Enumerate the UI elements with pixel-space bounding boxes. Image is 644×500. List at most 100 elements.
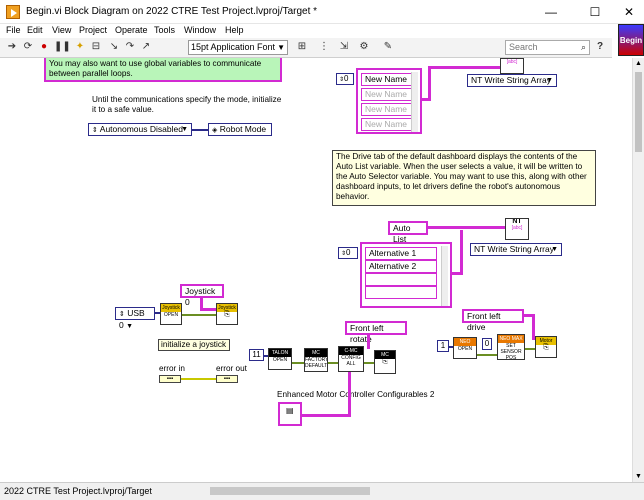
error-out-cluster[interactable]: ▪▪▪ bbox=[216, 375, 238, 383]
error-in-cluster[interactable]: ▪▪▪ bbox=[159, 375, 181, 383]
enum-wire[interactable] bbox=[155, 312, 161, 314]
string-wire[interactable] bbox=[367, 335, 370, 349]
maximize-button[interactable]: ☐ bbox=[589, 5, 601, 19]
highlight-execution-icon[interactable]: ✦ bbox=[75, 41, 85, 52]
menu-operate[interactable]: Operate bbox=[115, 25, 148, 35]
array-cell[interactable] bbox=[365, 286, 437, 299]
array-scrollbar[interactable] bbox=[441, 246, 448, 306]
scroll-thumb[interactable] bbox=[635, 72, 642, 152]
autonomous-enum[interactable]: ⇕ Autonomous Disabled ▼ bbox=[88, 123, 192, 136]
horizontal-scrollbar[interactable] bbox=[210, 487, 370, 495]
error-wire[interactable] bbox=[181, 378, 217, 380]
distribute-objects-icon[interactable]: ⋮ bbox=[319, 41, 329, 52]
close-button[interactable]: ✕ bbox=[623, 5, 635, 19]
run-arrow-icon[interactable]: ➔ bbox=[7, 41, 17, 52]
array-cell[interactable]: New Name bbox=[361, 103, 413, 116]
retain-wire-values-icon[interactable]: ⊟ bbox=[91, 41, 101, 52]
vertical-scrollbar[interactable]: ▲ ▼ bbox=[632, 58, 644, 482]
step-out-icon[interactable]: ↗ bbox=[141, 41, 151, 52]
string-wire[interactable] bbox=[428, 66, 431, 101]
enum-wire[interactable] bbox=[192, 129, 208, 131]
joystick-open-vi[interactable]: Joystick OPEN bbox=[160, 303, 182, 325]
string-array-auto-modes[interactable]: Alternative 1 Alternative 2 bbox=[360, 242, 452, 308]
usb-enum[interactable]: ⇕ USB 0 ▼ bbox=[115, 307, 155, 330]
string-array-names[interactable]: New Name New Name New Name New Name bbox=[356, 68, 422, 134]
refnum-wire[interactable] bbox=[182, 314, 216, 316]
neo-open-vi[interactable]: NEO MAX OPEN bbox=[453, 337, 477, 359]
cleanup-diagram-icon[interactable]: ✎ bbox=[383, 41, 393, 52]
reorder-icon[interactable]: ⚙ bbox=[359, 41, 369, 52]
scroll-up-icon[interactable]: ▲ bbox=[635, 60, 642, 67]
step-over-icon[interactable]: ↷ bbox=[125, 41, 135, 52]
string-wire[interactable] bbox=[532, 314, 535, 340]
string-wire[interactable] bbox=[460, 230, 463, 275]
position-constant[interactable]: 0 bbox=[482, 338, 492, 350]
set-sensor-pos-vi[interactable]: NEO MAX SET SENSOR POS bbox=[497, 334, 525, 360]
string-wire[interactable] bbox=[428, 226, 508, 229]
joystick-0-label[interactable]: Joystick 0 bbox=[180, 284, 224, 307]
front-left-drive-label[interactable]: Front left drive bbox=[462, 309, 524, 332]
array-cell[interactable]: Alternative 1 bbox=[365, 247, 437, 260]
abort-icon[interactable]: ● bbox=[40, 41, 48, 52]
motor-vi[interactable]: Motor ⎘ bbox=[535, 336, 557, 358]
factory-default-vi[interactable]: MC FACTORY DEFAULT bbox=[304, 348, 328, 372]
menu-edit[interactable]: Edit bbox=[27, 25, 43, 35]
refnum-wire[interactable] bbox=[525, 348, 535, 350]
menu-view[interactable]: View bbox=[52, 25, 72, 35]
menu-window[interactable]: Window bbox=[184, 25, 217, 35]
refnum-wire[interactable] bbox=[477, 354, 497, 356]
string-wire[interactable] bbox=[452, 272, 462, 275]
block-diagram-canvas[interactable]: You may also want to use global variable… bbox=[0, 58, 632, 482]
minimize-button[interactable]: — bbox=[545, 5, 557, 19]
array-index[interactable]: ⇕0 bbox=[338, 247, 358, 259]
front-left-rotate-label[interactable]: Front left rotate bbox=[345, 321, 407, 344]
menu-help[interactable]: Help bbox=[225, 25, 244, 35]
string-wire[interactable] bbox=[200, 308, 230, 311]
nt-write-select-2[interactable]: NT Write String Array ▼ bbox=[470, 243, 562, 256]
vi-icon[interactable]: Begin bbox=[618, 24, 644, 56]
cluster-wire[interactable] bbox=[302, 414, 350, 417]
refnum-wire[interactable] bbox=[328, 362, 338, 364]
string-wire[interactable] bbox=[522, 314, 534, 317]
menu-file[interactable]: File bbox=[6, 25, 21, 35]
cluster-wire[interactable] bbox=[348, 372, 351, 417]
resize-objects-icon[interactable]: ⇲ bbox=[339, 41, 349, 52]
search-input[interactable]: Search ⌕ bbox=[505, 40, 590, 55]
nt-write-select-1[interactable]: NT Write String Array ▼ bbox=[467, 74, 557, 87]
string-wire[interactable] bbox=[428, 66, 500, 69]
talon-open-vi[interactable]: TALON OPEN bbox=[268, 348, 292, 370]
device-id-constant[interactable]: 11 bbox=[249, 349, 264, 361]
font-select[interactable]: 15pt Application Font ▼ bbox=[188, 40, 288, 55]
array-cell[interactable]: Alternative 2 bbox=[365, 260, 437, 273]
factory-default-label: FACTORY DEFAULT bbox=[305, 357, 328, 369]
run-continuously-icon[interactable]: ⟳ bbox=[23, 41, 33, 52]
nt-vi-2[interactable]: NT [abc] bbox=[505, 218, 529, 240]
mc-output-vi[interactable]: MC ⎘ bbox=[374, 350, 396, 374]
scroll-down-icon[interactable]: ▼ bbox=[635, 473, 642, 480]
string-wire[interactable] bbox=[200, 298, 203, 310]
align-objects-icon[interactable]: ⊞ bbox=[297, 41, 307, 52]
config-all-vi[interactable]: C-MC CONFIG ALL bbox=[338, 346, 364, 372]
array-index[interactable]: ⇕0 bbox=[336, 73, 354, 85]
numeric-wire[interactable] bbox=[264, 355, 270, 357]
refnum-wire[interactable] bbox=[292, 362, 304, 364]
auto-list-global[interactable]: Auto List bbox=[388, 221, 428, 244]
device-id-constant[interactable]: 1 bbox=[437, 340, 449, 352]
menu-project[interactable]: Project bbox=[79, 25, 108, 35]
array-cell[interactable]: New Name bbox=[361, 88, 413, 101]
context-help-icon[interactable]: ? bbox=[596, 41, 604, 52]
pause-icon[interactable]: ❚❚ bbox=[54, 41, 71, 52]
refnum-wire[interactable] bbox=[364, 362, 374, 364]
step-into-icon[interactable]: ↘ bbox=[109, 41, 119, 52]
array-cell[interactable]: New Name bbox=[361, 118, 413, 131]
configurables-cluster-constant[interactable]: ▤ bbox=[278, 402, 302, 426]
numeric-wire[interactable] bbox=[449, 346, 454, 348]
nt-write-vi-1[interactable]: [abc] bbox=[500, 58, 524, 74]
menu-tools[interactable]: Tools bbox=[154, 25, 176, 35]
robot-mode-global[interactable]: ◈ Robot Mode bbox=[208, 123, 272, 136]
array-cell[interactable] bbox=[365, 273, 437, 286]
array-cell[interactable]: New Name bbox=[361, 73, 413, 86]
array-scrollbar[interactable] bbox=[411, 72, 418, 132]
joystick-get-vi[interactable]: Joystick ⎘ bbox=[216, 303, 238, 325]
string-wire[interactable] bbox=[422, 98, 430, 101]
